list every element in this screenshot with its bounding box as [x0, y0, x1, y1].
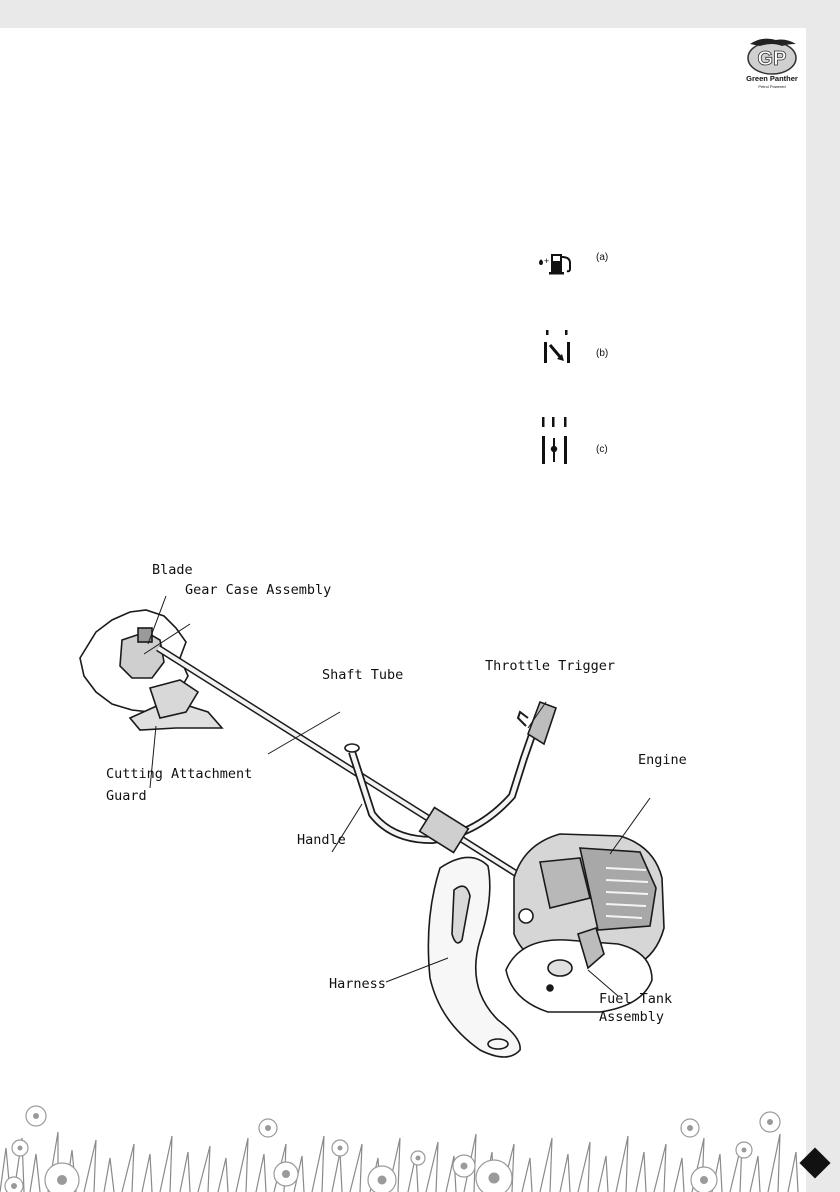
- label-handle: Handle: [297, 831, 346, 850]
- label-harness: Harness: [329, 975, 386, 994]
- label-cutting-guard-2: Guard: [106, 787, 147, 806]
- label-shaft-tube: Shaft Tube: [322, 666, 403, 685]
- label-gear-case: Gear Case Assembly: [185, 581, 331, 600]
- brush-cutter-diagram: [0, 28, 806, 1192]
- label-fuel-tank-1: Fuel Tank: [599, 990, 672, 1009]
- flower-meadow-decoration: [0, 1088, 806, 1192]
- label-engine: Engine: [638, 751, 687, 770]
- label-fuel-tank-2: Assembly: [599, 1008, 664, 1027]
- harness-shape: [428, 857, 520, 1057]
- label-throttle-trigger: Throttle Trigger: [485, 657, 615, 676]
- label-cutting-guard-1: Cutting Attachment: [106, 765, 252, 784]
- manual-page: GP Green Panther Petrol Powered + (a) (b…: [0, 28, 806, 1192]
- label-blade: Blade: [152, 561, 193, 580]
